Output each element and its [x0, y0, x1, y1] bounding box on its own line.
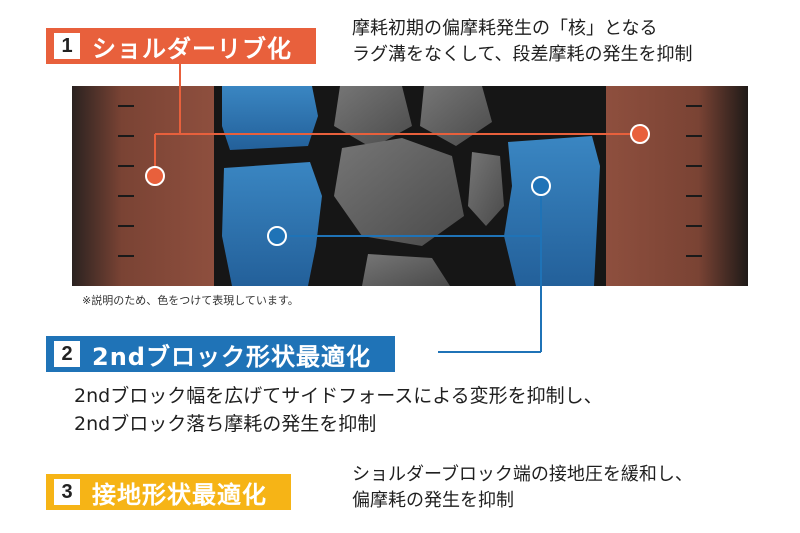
feature-2-description-line-2: 2ndブロック落ち摩耗の発生を抑制	[74, 413, 377, 435]
feature-3-description: ショルダーブロック端の接地圧を緩和し、 偏摩耗の発生を抑制	[352, 462, 693, 514]
shoulder-sipes	[118, 105, 702, 257]
feature-3-title: 接地形状最適化	[92, 480, 267, 509]
center-block-3	[334, 138, 464, 246]
feature-1-title: ショルダーリブ化	[92, 34, 292, 63]
feature-3-description-line-1: ショルダーブロック端の接地圧を緩和し、	[352, 464, 693, 485]
center-block-4	[468, 152, 504, 226]
feature-3-description-line-2: 偏摩耗の発生を抑制	[352, 490, 514, 511]
feature-3-badge: 3 接地形状最適化	[46, 474, 291, 510]
right-shoulder-rib	[606, 86, 748, 286]
left-second-block-bottom	[222, 162, 322, 286]
feature-1-description-line-1: 摩耗初期の偏摩耗発生の「核」となる	[352, 18, 658, 39]
center-block-2	[420, 86, 492, 146]
feature-2-description-line-1: 2ndブロック幅を広げてサイドフォースによる変形を抑制し、	[74, 385, 603, 407]
left-shoulder-rib	[72, 86, 214, 286]
feature-2-title: 2ndブロック形状最適化	[92, 342, 371, 371]
feature-2-description: 2ndブロック幅を広げてサイドフォースによる変形を抑制し、 2ndブロック落ち摩…	[74, 382, 603, 438]
feature-1-number: 1	[54, 33, 80, 59]
feature-2-badge: 2 2ndブロック形状最適化	[46, 336, 395, 372]
center-block-5	[362, 254, 450, 286]
left-second-block-top	[222, 86, 318, 150]
illustration-note: ※説明のため、色をつけて表現しています。	[82, 294, 299, 307]
feature-1-description-line-2: ラグ溝をなくして、段差摩耗の発生を抑制	[352, 44, 693, 65]
tire-tread-illustration	[72, 86, 748, 286]
right-second-block	[504, 136, 600, 286]
center-block-1	[334, 86, 412, 148]
feature-1-badge: 1 ショルダーリブ化	[46, 28, 316, 64]
feature-2-number: 2	[54, 341, 80, 367]
feature-3-number: 3	[54, 479, 80, 505]
feature-1-description: 摩耗初期の偏摩耗発生の「核」となる ラグ溝をなくして、段差摩耗の発生を抑制	[352, 16, 693, 68]
